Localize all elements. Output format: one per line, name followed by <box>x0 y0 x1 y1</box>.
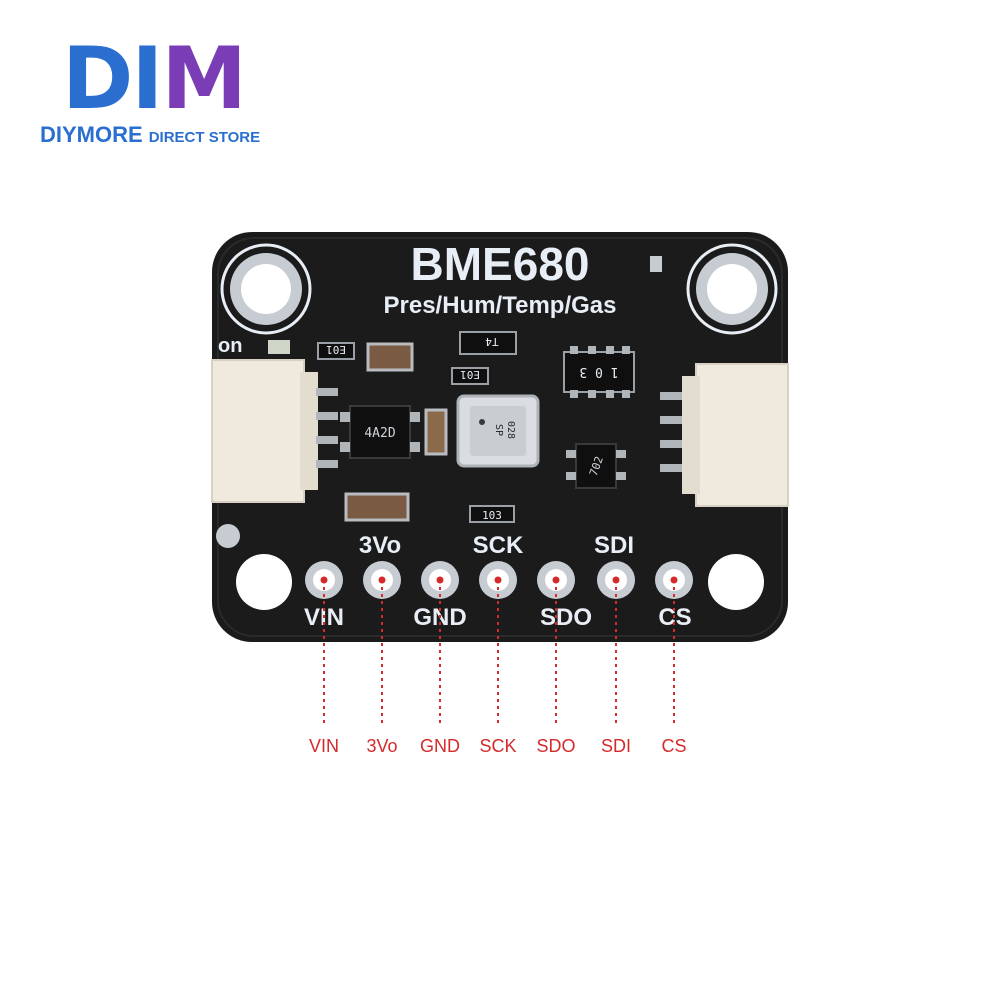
mounting-hole-top-left <box>220 243 312 335</box>
leader-dot-sdo <box>552 576 560 584</box>
pin-label-cs: CS <box>661 736 687 756</box>
fiducial-pad <box>216 524 240 548</box>
chip-label-6: 1 0 3 <box>579 364 618 379</box>
level-shifter-702: 702 <box>566 443 626 489</box>
leader-dot-gnd <box>436 576 444 584</box>
pcb-pin-label-sdo: SDO <box>540 604 592 631</box>
brand-logo: DIM DIYMORE DIRECT STORE <box>40 36 260 148</box>
pin-label-sdo: SDO <box>536 736 576 756</box>
leader-dot-vin <box>320 576 328 584</box>
leader-dot-sck <box>494 576 502 584</box>
pin-label-sck: SCK <box>479 736 517 756</box>
pin-label-gnd: GND <box>420 736 460 756</box>
pin-label-vin: VIN <box>308 736 340 756</box>
capacitor-bottom <box>344 492 410 522</box>
resistor-e01-a: E01 <box>317 342 355 360</box>
via-pad <box>650 256 662 272</box>
bme680-sensor: 028 SP <box>456 394 540 468</box>
pin-label-sdi: SDI <box>600 736 632 756</box>
power-led <box>268 340 290 354</box>
mounting-hole-bottom-right <box>708 554 764 610</box>
chip-label-5: 103 <box>482 509 502 522</box>
led-label: on <box>218 335 242 357</box>
pcb-pin-label-sck: SCK <box>473 532 524 559</box>
left-stemma-connector <box>211 359 338 503</box>
brand-mark-d: D <box>62 29 133 129</box>
brand-name: DIYMORE <box>40 122 143 147</box>
chip-label-1: E01 <box>326 343 346 356</box>
sensor-label-2: SP <box>493 424 504 436</box>
chip-label-2: E01 <box>460 368 480 381</box>
resistor-array-103: 1 0 3 <box>563 346 635 398</box>
mounting-hole-bottom-left <box>236 554 292 610</box>
resistor-103: 103 <box>469 505 515 523</box>
leader-dot-cs <box>670 576 678 584</box>
brand-tagline: DIYMORE DIRECT STORE <box>40 122 260 148</box>
leader-dot-sdi <box>612 576 620 584</box>
chip-label-7: 702 <box>587 455 606 478</box>
capacitor-top <box>366 342 414 372</box>
chip-label-4: 4A2D <box>364 426 395 441</box>
brand-subtitle: DIRECT STORE <box>148 129 261 146</box>
regulator-4a2d: 4A2D <box>340 405 420 459</box>
sensor-label-1: 028 <box>505 421 516 439</box>
chip-label-3: T4 <box>485 335 499 348</box>
board-subtitle: Pres/Hum/Temp/Gas <box>384 292 617 319</box>
leader-dot-3vo <box>378 576 386 584</box>
resistor-e01-b: E01 <box>451 367 489 385</box>
brand-mark-m: M <box>161 29 247 129</box>
pcb-pin-label-3vo: 3Vo <box>359 532 401 559</box>
pcb-pin-label-sdi: SDI <box>594 532 634 559</box>
diode-t4: T4 <box>459 331 517 355</box>
right-stemma-connector <box>660 363 789 507</box>
capacitor-small <box>424 408 448 456</box>
pin-label-3vo: 3Vo <box>366 736 398 756</box>
board-title: BME680 <box>411 238 590 290</box>
brand-mark-i: I <box>131 29 163 129</box>
mounting-hole-top-right <box>686 243 778 335</box>
brand-mark: DIM <box>62 36 247 122</box>
